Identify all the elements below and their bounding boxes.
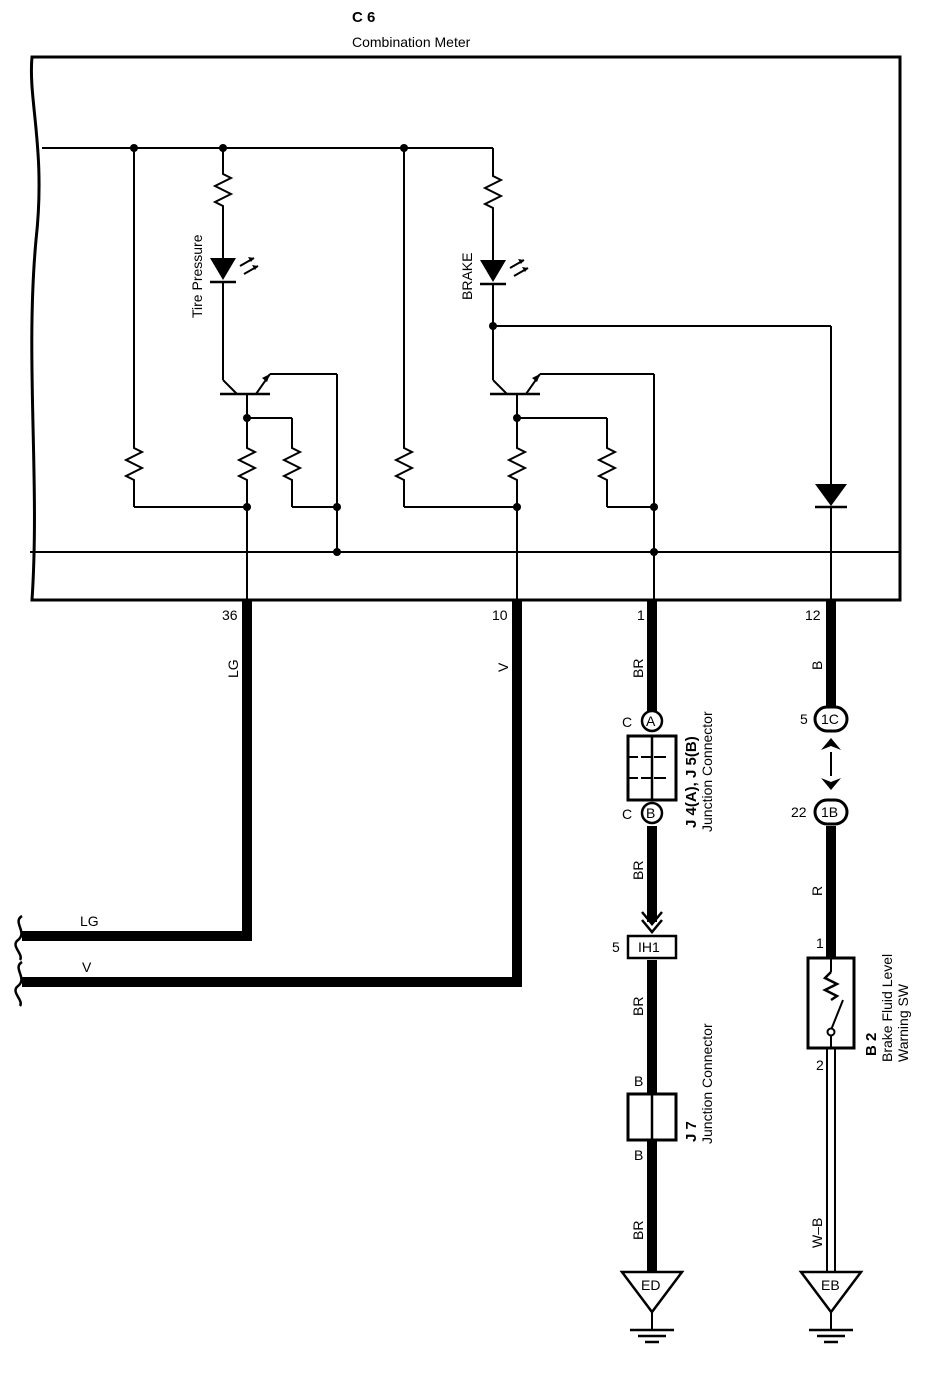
connector-1c-label: 1C	[821, 711, 839, 727]
c6-code: C 6	[352, 9, 375, 26]
connector-1c-pin: 5	[800, 711, 808, 727]
wire-label-br-1: BR	[630, 659, 646, 678]
wire-lg	[22, 600, 252, 941]
transistor-symbol-1	[220, 373, 271, 396]
connector-ih1: IH1	[626, 911, 678, 960]
wire-label-b: B	[809, 661, 825, 670]
pin-36-label: 36	[222, 607, 238, 623]
resistor-symbol-3	[238, 441, 256, 487]
j5-connector-b: B	[646, 805, 655, 821]
j4-j5-code: J 4(A), J 5(B)	[683, 736, 700, 828]
connector-1b-label: 1B	[821, 804, 838, 820]
switch-pin-1: 1	[816, 935, 824, 951]
ground-eb-label: EB	[821, 1277, 840, 1293]
connector-1c: 1C	[813, 705, 849, 750]
transistor-symbol-2	[490, 373, 541, 396]
j4-connector-a: A	[646, 713, 656, 729]
resistor-symbol-4	[283, 441, 301, 487]
wire-label-br-2: BR	[630, 861, 646, 880]
resistor-symbol-8	[598, 441, 616, 487]
j4-j5-name: Junction Connector	[699, 711, 715, 832]
wire-label-br-3: BR	[630, 997, 646, 1016]
switch-code: B 2	[863, 1033, 880, 1056]
tire-pressure-led-icon	[210, 257, 259, 284]
ground-ed-label: ED	[641, 1277, 660, 1293]
combination-meter-box	[29, 55, 902, 602]
wire-label-r: R	[809, 886, 825, 896]
wire-v	[22, 600, 522, 987]
junction-connector-j7	[626, 1092, 678, 1142]
tire-pressure-circuit	[125, 144, 341, 600]
wire-label-lg-top: LG	[225, 659, 241, 678]
pin-12-label: 12	[805, 607, 821, 623]
ih1-label: IH1	[638, 939, 660, 955]
connector-1b-pin: 22	[791, 804, 807, 820]
wire-label-w-b: W–B	[809, 1218, 825, 1248]
brake-label: BRAKE	[459, 253, 475, 300]
brake-circuit	[395, 144, 831, 600]
j7-code: J 7	[683, 1121, 700, 1142]
wire-w-b	[826, 1048, 836, 1272]
resistor-symbol-6	[484, 169, 502, 215]
wire-label-br-4: BR	[630, 1221, 646, 1240]
j5-pin-label: C	[622, 806, 632, 822]
pin-1-label: 1	[637, 607, 645, 623]
wire-label-v-top: V	[495, 662, 511, 672]
resistor-symbol-5	[395, 441, 413, 487]
j4-pin-label: C	[622, 714, 632, 730]
resistor-symbol-1	[125, 441, 143, 487]
brake-led-icon	[480, 259, 529, 286]
wire-label-v-left: V	[82, 959, 92, 975]
pin-10-label: 10	[492, 607, 508, 623]
j7-name: Junction Connector	[699, 1023, 715, 1144]
resistor-symbol-2	[214, 167, 232, 213]
switch-name-line-2: Warning SW	[895, 983, 911, 1062]
switch-pin-2: 2	[816, 1057, 824, 1073]
wire-break-marks	[14, 914, 23, 1007]
j7-pin-top: B	[634, 1073, 643, 1089]
j7-pin-bottom: B	[634, 1147, 643, 1163]
brake-fluid-level-switch	[806, 956, 856, 1050]
diode-symbol	[815, 326, 847, 600]
c6-name: Combination Meter	[352, 34, 471, 50]
resistor-symbol-7	[508, 441, 526, 487]
switch-name-line-1: Brake Fluid Level	[879, 954, 895, 1062]
junction-connector-j4-j5: A B	[626, 709, 678, 825]
wire-label-lg-left: LG	[80, 913, 99, 929]
connector-1b: 1B	[813, 778, 849, 826]
tire-pressure-label: Tire Pressure	[189, 234, 205, 318]
ih1-pin-label: 5	[612, 939, 620, 955]
